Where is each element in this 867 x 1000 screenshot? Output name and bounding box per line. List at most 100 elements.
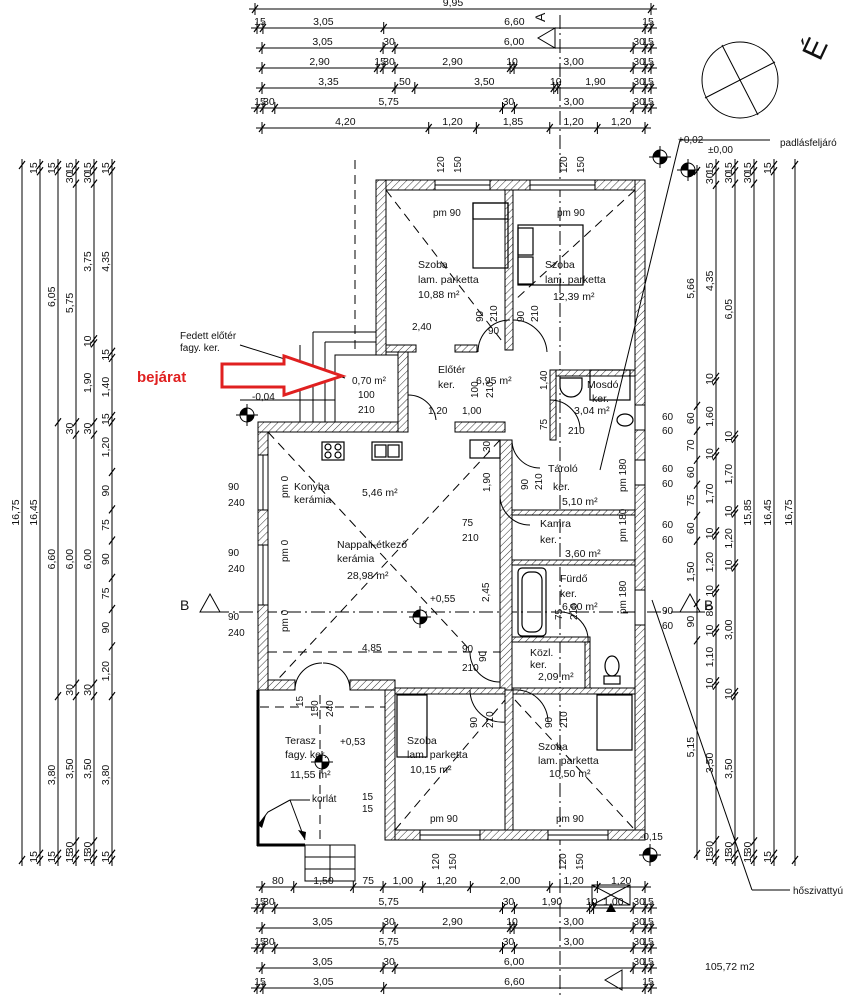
room-finish: ker. <box>553 481 570 493</box>
total-area: 105,72 m2 <box>705 961 755 973</box>
dimension-label: 30 <box>723 842 735 854</box>
dimension-label: 15 <box>254 16 266 28</box>
dimension-label: 15 <box>100 349 112 361</box>
dimension-label: 30 <box>633 96 645 108</box>
dimension-label: 30 <box>503 896 515 908</box>
dimension-label: 30 <box>723 171 735 183</box>
dimension-note: 240 <box>228 564 245 575</box>
dimension-note: 210 <box>358 405 375 416</box>
dimension-label: 1,50 <box>685 561 697 582</box>
dimension-note: pm 0 <box>280 475 291 498</box>
dimension-label: 3,50 <box>82 758 94 779</box>
room-name: Közl. <box>530 647 553 659</box>
room-finish: kerámia <box>337 553 375 565</box>
dimension-label: 15 <box>254 96 266 108</box>
dimension-label: 10 <box>506 56 518 68</box>
dimension-note: 4,85 <box>362 643 382 654</box>
dimension-label: 30 <box>383 36 395 48</box>
room-area: 11,55 m² <box>290 769 331 781</box>
dimension-note: 2,40 <box>412 322 432 333</box>
shower-icon <box>589 369 631 401</box>
dimension-note: 90 <box>228 482 240 493</box>
dimension-label: 1,90 <box>542 896 563 908</box>
dimension-label: 3,00 <box>564 96 585 108</box>
dimension-label: 15 <box>100 413 112 425</box>
dimension-note: 150 <box>310 700 321 717</box>
dimension-note: 240 <box>325 700 336 717</box>
dimension-label: 75 <box>100 587 112 599</box>
dimension-label: 30 <box>742 171 754 183</box>
dimension-label: 30 <box>263 96 275 108</box>
dimension-note: 210 <box>485 711 496 728</box>
bathtub-icon <box>517 567 547 637</box>
dimension-label: 30 <box>633 76 645 88</box>
dimension-note: 15 <box>362 792 374 803</box>
dimension-note: 100 <box>470 381 481 398</box>
dimension-note: 90 <box>228 612 240 623</box>
dimension-note: pm 90 <box>433 208 461 219</box>
dimension-note: pm 180 <box>618 580 629 614</box>
level-label: -0,15 <box>640 832 663 843</box>
dimension-note: 150 <box>453 156 464 173</box>
room-finish: ker. <box>530 659 547 671</box>
dimension-note: 90 <box>462 644 474 655</box>
dimension-column: 16,75 <box>10 159 26 866</box>
dimension-label: 15,85 <box>742 499 754 525</box>
dimension-label: 15 <box>254 936 266 948</box>
room-area: 5,46 m² <box>362 487 398 499</box>
room-name: Tároló <box>548 463 578 475</box>
dimension-label: 90 <box>100 485 112 497</box>
dimension-note: 60 <box>662 479 674 490</box>
level-marker <box>409 606 431 628</box>
dimension-label: 30 <box>633 916 645 928</box>
level-label: +0,53 <box>340 737 366 748</box>
dimension-label: 1,00 <box>393 875 414 887</box>
room-finish: ker. <box>438 379 455 391</box>
dimension-note: 90 <box>544 716 555 728</box>
room-area: 3,04 m² <box>574 405 610 417</box>
dimension-label: 1,20 <box>100 437 112 458</box>
dimension-note: pm 180 <box>618 508 629 542</box>
dimension-label: 3,05 <box>312 956 333 968</box>
dimension-note: 210 <box>569 603 580 620</box>
dimension-label: 5,15 <box>685 737 697 758</box>
room-area: 12,39 m² <box>553 291 595 303</box>
dimension-label: 30 <box>64 842 76 854</box>
room-area: 5,10 m² <box>562 496 598 508</box>
dimension-label: 3,50 <box>64 758 76 779</box>
washbasin-icon <box>559 377 583 398</box>
dimension-label: 6,60 <box>504 976 525 988</box>
room-name: Fürdő <box>560 573 588 585</box>
dimension-label: 3,00 <box>564 936 585 948</box>
dimension-label: 3,50 <box>723 758 735 779</box>
dimension-label: 15 <box>46 851 58 863</box>
dimension-note: 120 <box>436 156 447 173</box>
dimension-label: 30 <box>633 936 645 948</box>
dimension-note: 210 <box>485 381 496 398</box>
dimension-label: 30 <box>263 896 275 908</box>
section-b-right: B <box>704 597 713 613</box>
dimension-label: 6,00 <box>64 549 76 570</box>
level-label: ±0,00 <box>708 145 733 156</box>
dimension-note: pm 90 <box>556 814 584 825</box>
north-compass: É <box>701 33 835 119</box>
dimension-note: 60 <box>662 426 674 437</box>
dimension-column: 16,75 <box>783 159 799 866</box>
dimension-label: 15 <box>64 162 76 174</box>
dimension-label: 4,20 <box>335 116 356 128</box>
section-b-left: B <box>180 597 189 613</box>
room-name: Szoba <box>538 741 568 753</box>
dimension-label: 15 <box>642 976 654 988</box>
